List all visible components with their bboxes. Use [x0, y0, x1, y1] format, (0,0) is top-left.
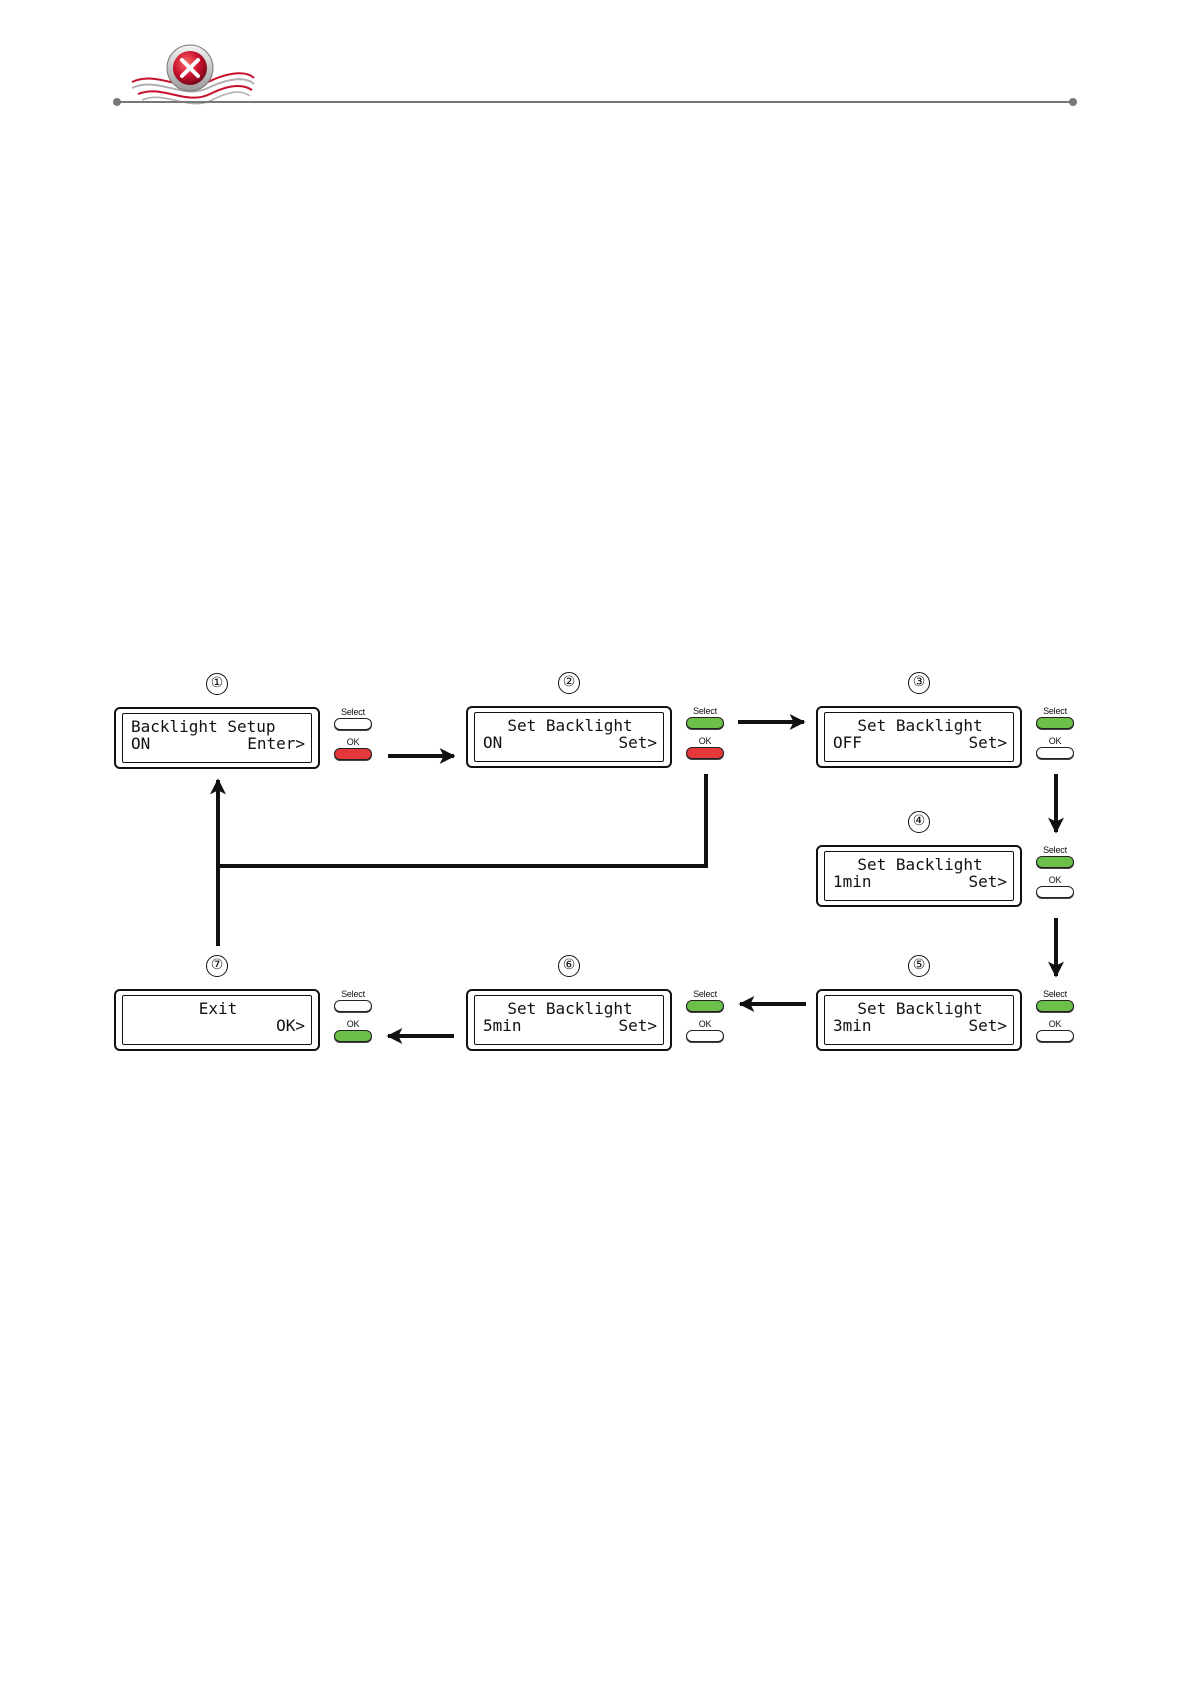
- select-button[interactable]: [686, 717, 724, 729]
- lcd-value-text: ON: [131, 735, 150, 753]
- lcd-action-text: Enter>: [247, 735, 305, 753]
- lcd-line-2: 3min Set>: [833, 1017, 1007, 1035]
- ok-button[interactable]: [1036, 1030, 1074, 1042]
- ok-button-label: OK: [1035, 736, 1075, 746]
- step-number: ③: [908, 672, 930, 694]
- step-number: ①: [206, 673, 228, 695]
- step-number: ⑥: [558, 955, 580, 977]
- ok-button[interactable]: [334, 1030, 372, 1042]
- ok-button-label: OK: [1035, 1019, 1075, 1029]
- lcd-action-text: Set>: [968, 873, 1007, 891]
- select-button[interactable]: [1036, 856, 1074, 868]
- flow-arrow-2-to-1: [218, 774, 706, 866]
- lcd-action-text: OK>: [276, 1017, 305, 1035]
- ok-button[interactable]: [1036, 747, 1074, 759]
- select-button-label: Select: [1035, 989, 1075, 999]
- ok-button-label: OK: [1035, 875, 1075, 885]
- select-button[interactable]: [1036, 717, 1074, 729]
- select-button-label: Select: [333, 707, 373, 717]
- ok-button-label: OK: [333, 737, 373, 747]
- ok-button[interactable]: [686, 747, 724, 759]
- lcd-action-text: Set>: [618, 1017, 657, 1035]
- lcd-line-2: 5min Set>: [483, 1017, 657, 1035]
- lcd-line-2: OFF Set>: [833, 734, 1007, 752]
- lcd-action-text: Set>: [968, 1017, 1007, 1035]
- select-button-label: Select: [1035, 706, 1075, 716]
- ok-button[interactable]: [1036, 886, 1074, 898]
- select-button[interactable]: [1036, 1000, 1074, 1012]
- step-number: ④: [908, 811, 930, 833]
- lcd-value-text: 3min: [833, 1017, 872, 1035]
- select-button-label: Select: [1035, 845, 1075, 855]
- ok-button[interactable]: [334, 748, 372, 760]
- ok-button-label: OK: [333, 1019, 373, 1029]
- select-button-label: Select: [333, 989, 373, 999]
- select-button-label: Select: [685, 989, 725, 999]
- lcd-line-2: ON Enter>: [131, 735, 305, 753]
- step-number: ⑤: [908, 955, 930, 977]
- select-button[interactable]: [334, 1000, 372, 1012]
- step-number: ②: [558, 672, 580, 694]
- lcd-action-text: Set>: [968, 734, 1007, 752]
- lcd-line-2: ON Set>: [483, 734, 657, 752]
- select-button[interactable]: [686, 1000, 724, 1012]
- select-button[interactable]: [334, 718, 372, 730]
- lcd-value-text: ON: [483, 734, 502, 752]
- ok-button-label: OK: [685, 736, 725, 746]
- lcd-line-2: OK>: [131, 1017, 305, 1035]
- lcd-value-text: 1min: [833, 873, 872, 891]
- ok-button-label: OK: [685, 1019, 725, 1029]
- ok-button[interactable]: [686, 1030, 724, 1042]
- lcd-value-text: 5min: [483, 1017, 522, 1035]
- select-button-label: Select: [685, 706, 725, 716]
- lcd-value-text: OFF: [833, 734, 862, 752]
- step-number: ⑦: [206, 955, 228, 977]
- lcd-line-2: 1min Set>: [833, 873, 1007, 891]
- lcd-action-text: Set>: [618, 734, 657, 752]
